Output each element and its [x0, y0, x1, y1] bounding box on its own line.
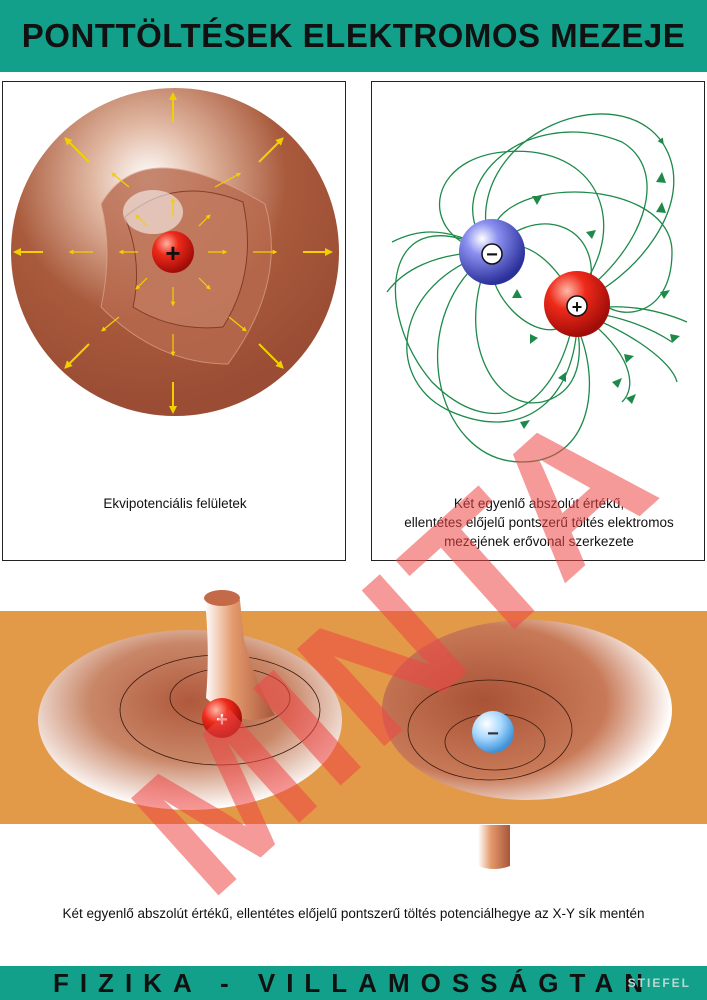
equipotential-panel: + Ekvipotenciális felületek	[2, 81, 346, 561]
footer-subject: FIZIKA - VILLAMOSSÁGTAN	[52, 968, 655, 998]
inner-field-arrows	[68, 172, 278, 357]
minus-sign: −	[487, 723, 499, 745]
field-lines-caption-line-1: Két egyenlő abszolút értékű,	[453, 496, 625, 511]
plus-sign: +	[216, 709, 228, 731]
negative-potential-well-stem	[478, 825, 510, 869]
field-lines-caption-line-2: ellentétes előjelű pontszerű töltés elek…	[404, 515, 674, 530]
minus-sign: −	[486, 244, 498, 266]
negative-charge-sphere	[472, 711, 514, 753]
field-lines-panel: − + Két egyenlő abszolút értékű, ellenté…	[371, 81, 705, 561]
positive-charge-sphere	[202, 698, 242, 738]
title-bar	[0, 0, 707, 72]
field-lines-caption-line-3: mezejének erővonal szerkezete	[444, 534, 634, 549]
field-lines-illustration: − +	[386, 113, 688, 463]
potential-hill-illustration: + −	[38, 590, 672, 869]
page-title: PONTTÖLTÉSEK ELEKTROMOS MEZEJE	[21, 17, 686, 54]
field-lines-caption: Két egyenlő abszolút értékű, ellentétes …	[372, 494, 706, 551]
potential-hill-caption: Két egyenlő abszolút értékű, ellentétes …	[62, 906, 645, 921]
outer-field-arrows	[13, 92, 333, 414]
field-line-arrows	[512, 172, 680, 429]
equipotential-illustration: +	[11, 88, 339, 416]
equipotential-caption: Ekvipotenciális felületek	[103, 496, 247, 511]
negative-potential-disk	[382, 620, 672, 800]
field-lines	[386, 113, 688, 463]
positive-potential-peak	[205, 593, 275, 720]
positive-charge-sphere	[152, 231, 194, 273]
plus-sign: +	[572, 297, 583, 317]
footer-bar	[0, 966, 707, 1000]
publisher-logo: STIEFEL	[627, 976, 691, 990]
plus-sign: +	[165, 238, 180, 268]
